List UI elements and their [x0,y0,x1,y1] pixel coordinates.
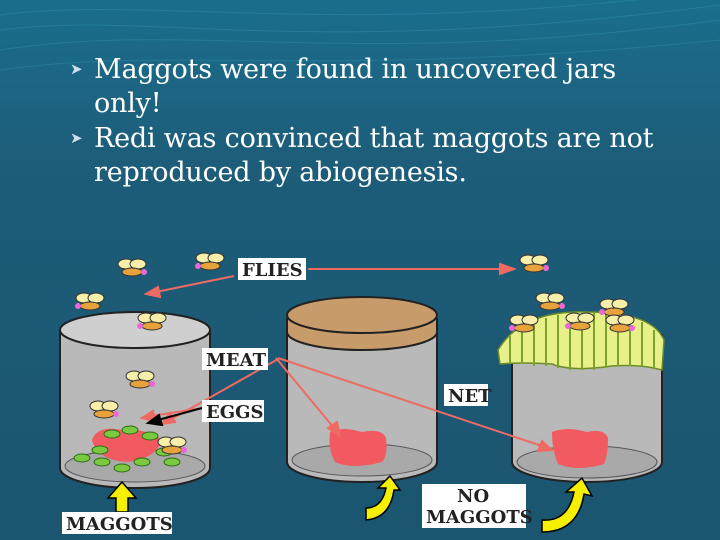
fly-icon [195,252,225,271]
meat-piece [329,429,387,466]
fly-icon [565,312,595,331]
bullet-item: ➤ Maggots were found in uncovered jars on… [70,52,690,121]
fly-icon [117,258,147,277]
net-label: NET [448,386,492,407]
flies-group [75,252,635,455]
bullet-text-line: Redi was convinced that maggots are not [94,123,654,154]
uncovered-jar [59,311,211,489]
meat-piece [552,429,608,468]
fly-icon [137,312,167,331]
bullet-text-line: reproduced by abiogenesis. [94,157,467,188]
fly-icon [599,298,629,317]
fly-icon [125,370,155,389]
maggots-label: MAGGOTS [66,514,173,535]
yellow-arrows [106,474,594,533]
fly-icon [75,292,105,311]
fly-icon [605,314,635,333]
fly-icon [535,292,565,311]
corked-jar [286,296,438,483]
net-covered-jar [497,311,665,483]
fly-icon [157,436,187,455]
fly-icon [89,400,119,419]
fly-icon [509,314,539,333]
labels: FLIES MEAT EGGS NET MAGGOTS NO MAGGOTS [62,258,533,535]
black-pointer-arrows [145,407,203,427]
flies-label: FLIES [242,260,303,281]
eggs-label: EGGS [206,402,263,423]
bullet-text-line: Maggots were found in uncovered jars [94,54,617,85]
no-maggots-label-line1: NO [457,486,489,507]
no-maggots-label-line2: MAGGOTS [426,507,533,528]
bullet-item: ➤ Redi was convinced that maggots are not… [70,121,690,190]
bullet-list: ➤ Maggots were found in uncovered jars on… [70,52,690,190]
redi-experiment-illustration: FLIES MEAT EGGS NET MAGGOTS NO MAGGOTS [59,252,665,535]
bullet-text-line: only! [94,88,162,119]
meat-label: MEAT [206,350,267,371]
bullet-icon: ➤ [70,60,83,78]
fly-icon [519,254,549,273]
bullet-icon: ➤ [70,129,83,147]
